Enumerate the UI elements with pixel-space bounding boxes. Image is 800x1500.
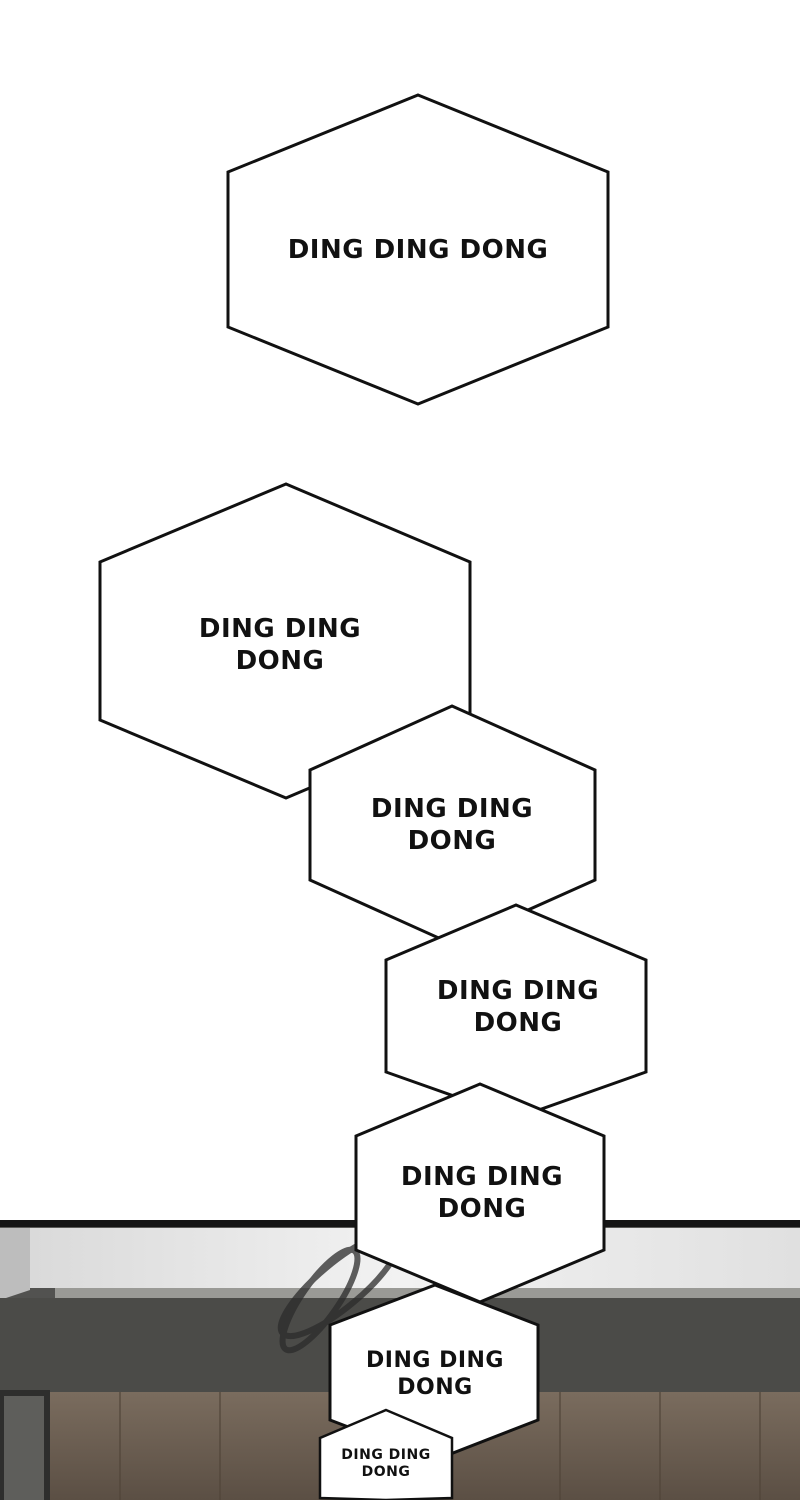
bubble-2-text: DING DING DONG: [198, 613, 362, 677]
bubble-1-text: DING DING DONG: [287, 234, 549, 265]
speech-bubble-1: [226, 93, 610, 406]
bubble-5-text: DING DING DONG: [400, 1161, 564, 1225]
bubble-4-text: DING DING DONG: [436, 975, 600, 1039]
speech-bubble-7: [318, 1408, 454, 1500]
speech-bubble-2: [98, 482, 472, 800]
bubble-7-text: DING DING DONG: [341, 1446, 431, 1481]
bubble-3-text: DING DING DONG: [370, 793, 534, 857]
bubble-6-text: DING DING DONG: [366, 1347, 504, 1401]
